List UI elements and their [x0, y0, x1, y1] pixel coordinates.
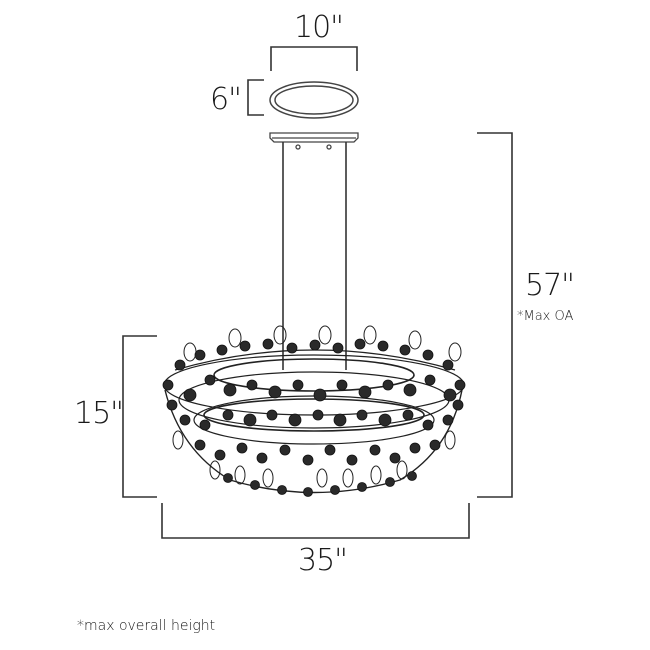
fixture-width-bracket: [161, 503, 470, 539]
crystal-clusters: [162, 338, 466, 497]
canopy-width-label: 10": [294, 10, 344, 45]
fixture-width-label: 35": [298, 543, 348, 578]
max-oa-note: *Max OA: [517, 309, 574, 324]
width-10-bracket: [270, 46, 358, 71]
overall-height-bracket: [477, 132, 513, 498]
footnote: *max overall height: [77, 618, 216, 634]
suspension-rods: [282, 142, 347, 370]
depth-6-bracket: [247, 79, 264, 116]
crystal-loops: [172, 325, 462, 488]
fixture-height-bracket: [122, 335, 157, 498]
fixture-height-label: 15": [74, 396, 124, 431]
canopy-depth-label: 6": [210, 82, 242, 117]
chandelier-body: [163, 349, 465, 494]
canopy-top-view: [269, 81, 359, 119]
overall-height-label: 57": [525, 268, 575, 303]
canopy-side-view: [269, 132, 359, 150]
